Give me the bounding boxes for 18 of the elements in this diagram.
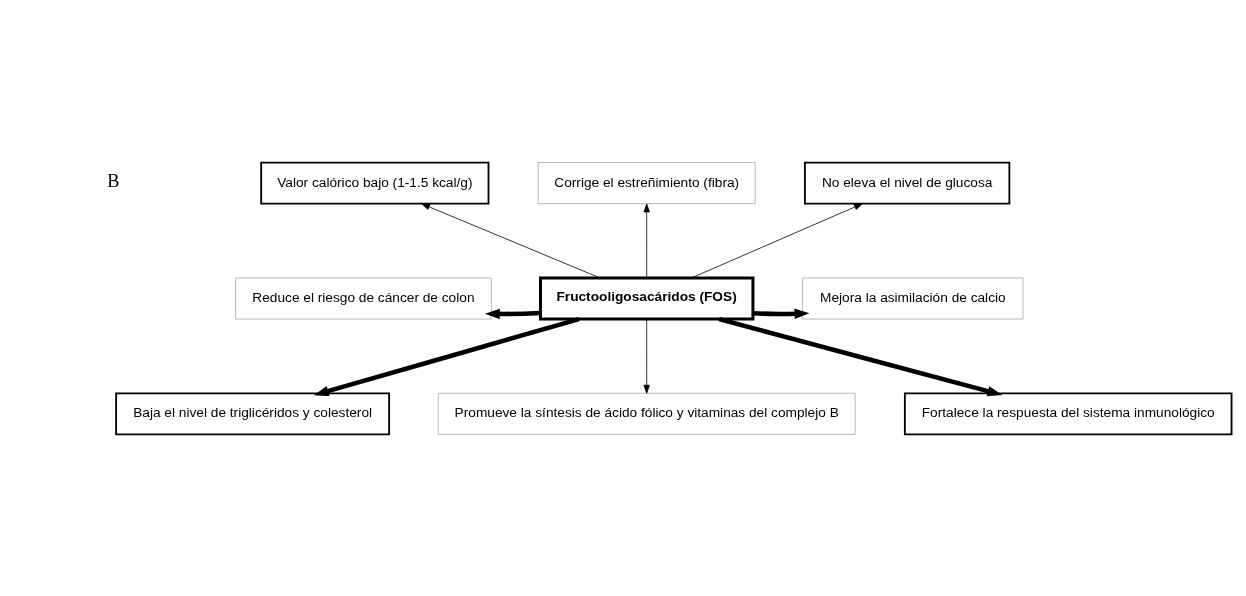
label: B	[107, 170, 120, 191]
node-box: No eleva el nivel de glucosa	[804, 161, 1011, 205]
arrow	[643, 318, 650, 394]
node-box: Baja el nivel de triglicéridos y colesterol	[115, 391, 391, 435]
arrow	[484, 308, 541, 319]
arrow	[753, 308, 810, 319]
node-box: Reduce el riesgo de cáncer de colon	[235, 277, 492, 319]
node-box: Corrige el estreñimiento (fibra)	[537, 161, 756, 204]
arrow	[691, 202, 863, 278]
node-box: Mejora la asimilación de calcio	[802, 277, 1024, 319]
arrow	[718, 316, 1003, 396]
node-box: Valor calórico bajo (1-1.5 kcal/g)	[260, 161, 490, 205]
node-box: Fortalece la respuesta del sistema inmunológico	[903, 391, 1233, 435]
arrow	[643, 203, 650, 278]
arrow	[421, 202, 601, 278]
node-box: Fructooligosacáridos (FOS)	[539, 275, 755, 321]
node-box: Promueve la síntesis de ácido fólico y vitaminas del complejo B	[437, 392, 856, 435]
arrow	[313, 316, 580, 396]
